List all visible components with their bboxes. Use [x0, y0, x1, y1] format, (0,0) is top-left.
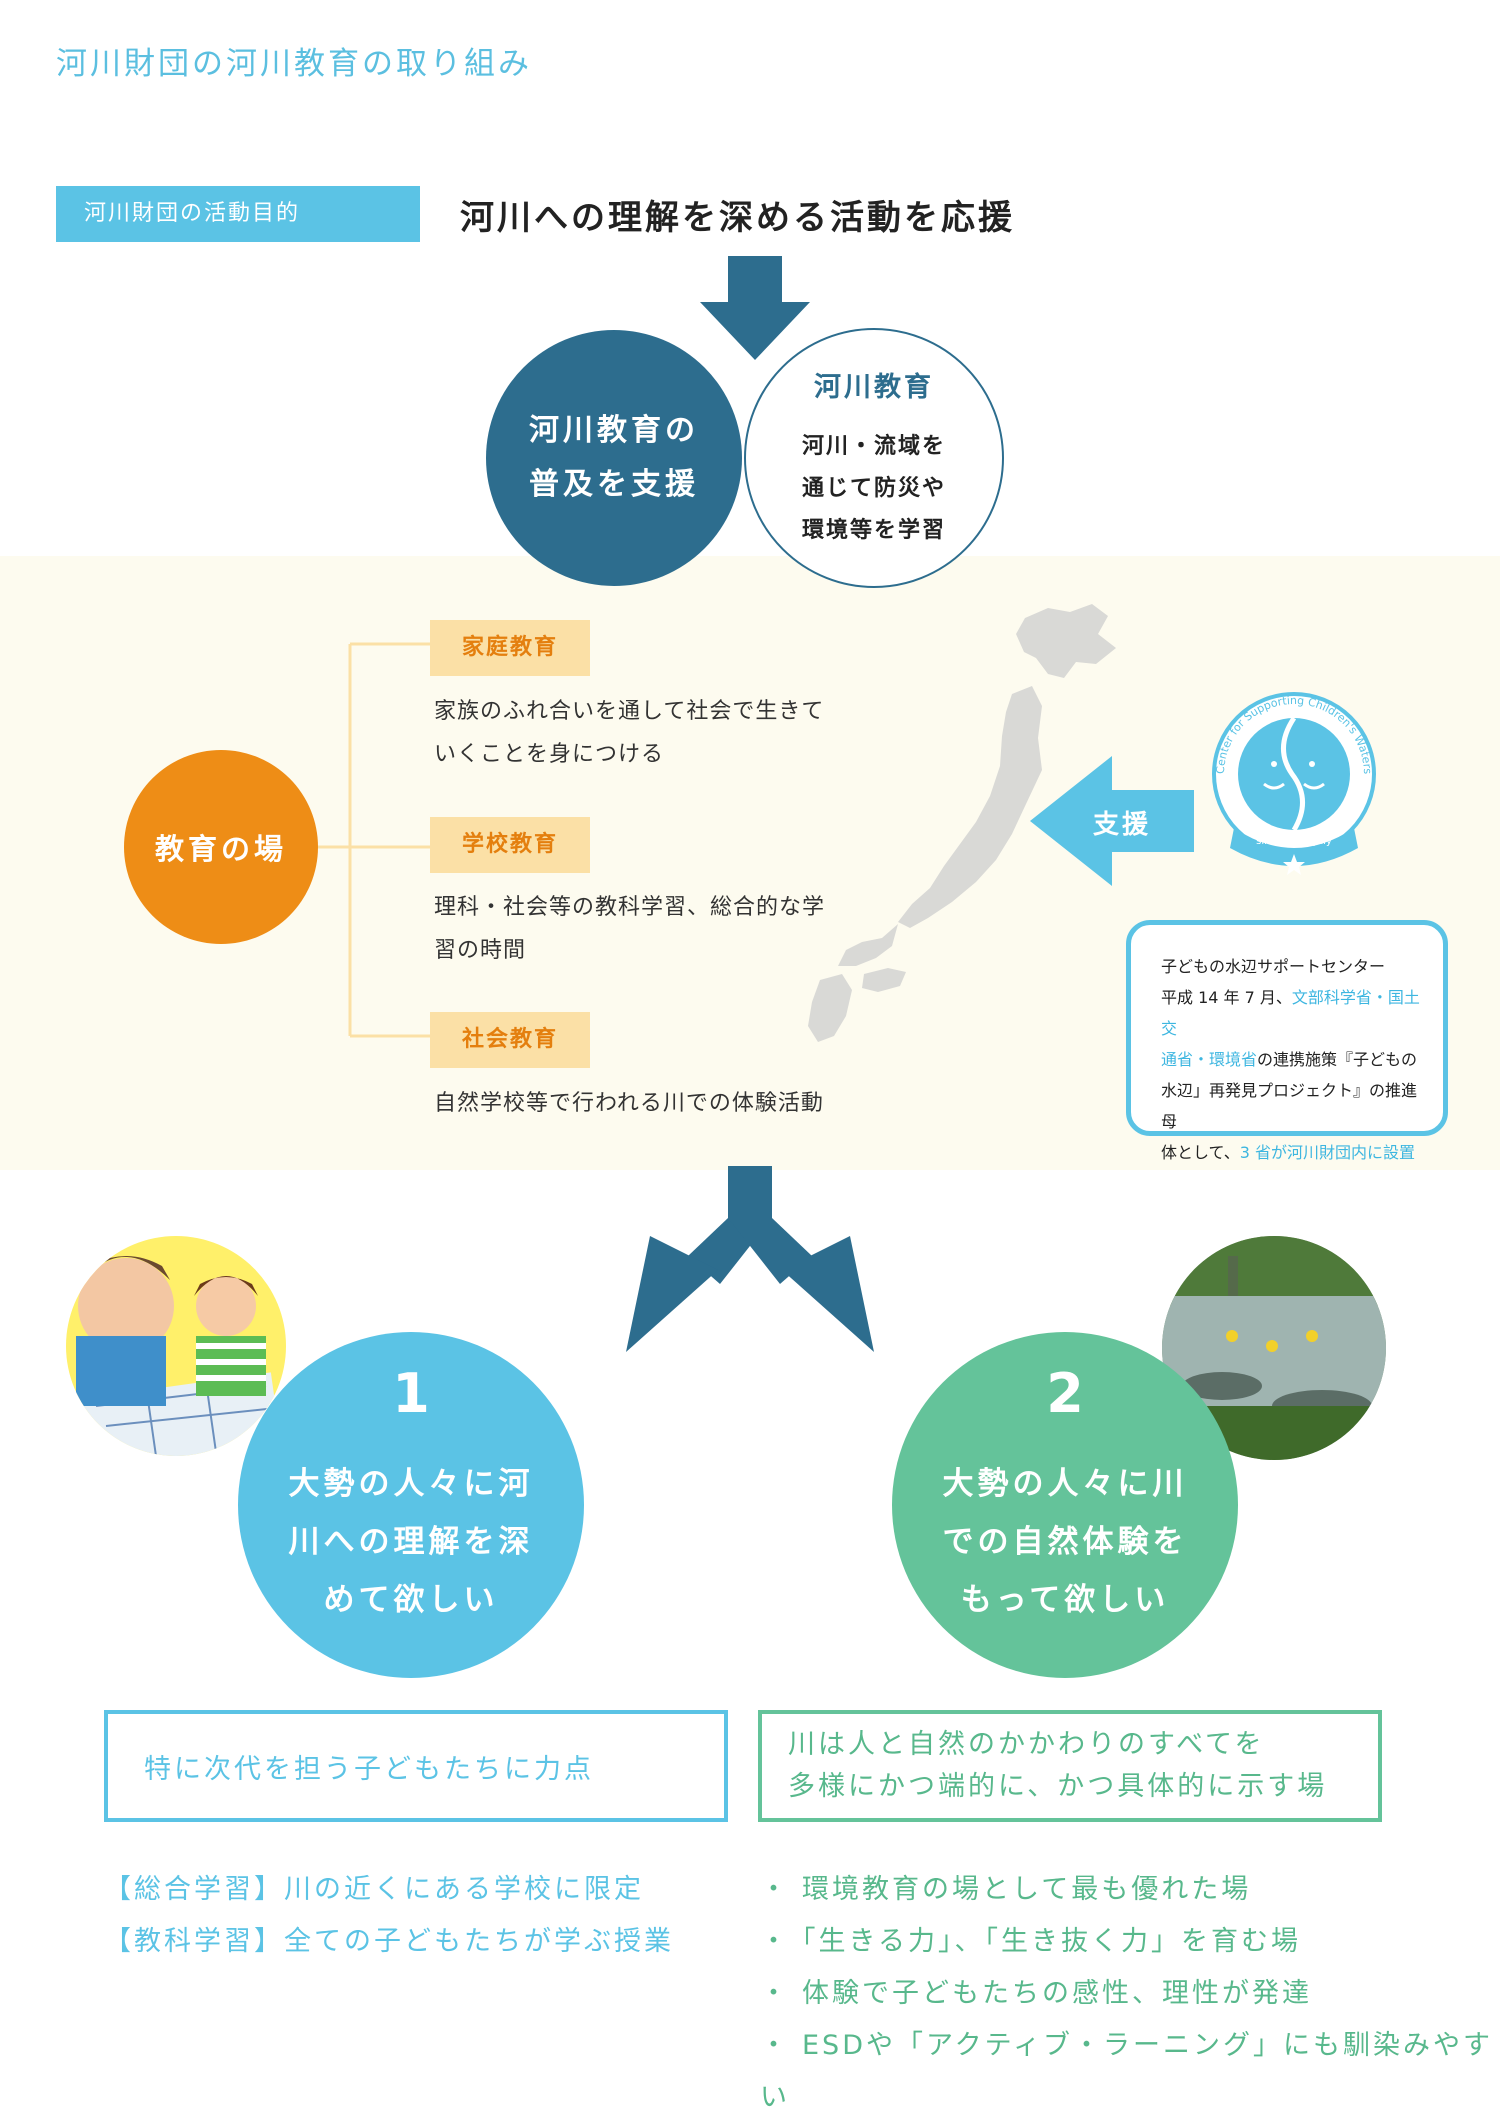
list-item: 【総合学習】川の近くにある学校に限定 — [104, 1874, 644, 1905]
benefits-list: 環境教育の場として最も優れた場 「生きる力」、「生き抜く力」を育む場 体験で子ど… — [760, 1864, 1500, 2124]
center-info-line3: 通省・環境省の連携施策『子どもの — [1161, 1050, 1418, 1069]
support-circle-line2: 普及を支援 — [529, 467, 699, 502]
category-home-desc: 家族のふれ合いを通して社会で生きて いくことを身につける — [434, 690, 914, 776]
category-social-desc-line1: 自然学校等で行われる川での体験活動 — [434, 1091, 824, 1116]
goal-2-number: 2 — [1046, 1361, 1084, 1425]
down-arrow-icon — [700, 256, 810, 360]
category-home-label: 家庭教育 — [430, 620, 590, 676]
support-circle: 河川教育の 普及を支援 — [486, 330, 742, 586]
education-place-hub: 教育の場 — [124, 750, 318, 944]
center-logo-icon: Center for Supporting Children's Watersi… — [1208, 678, 1376, 875]
category-home-desc-line2: いくことを身につける — [434, 742, 665, 767]
goal-1-line3: めて欲しい — [323, 1581, 499, 1618]
category-school-desc: 理科・社会等の教科学習、総合的な学 習の時間 — [434, 886, 914, 972]
river-relationship-line2: 多様にかつ端的に、かつ具体的に示す場 — [788, 1771, 1328, 1802]
river-education-line2: 通じて防災や — [801, 475, 946, 501]
river-relationship-line1: 川は人と自然のかかわりのすべてを — [788, 1729, 1265, 1760]
list-item: 体験で子どもたちの感性、理性が発達 — [760, 1968, 1500, 2020]
list-item: ESDや「アクティブ・ラーニング」にも馴染みやすい — [760, 2020, 1500, 2124]
goal-1-circle: 1 大勢の人々に河 川への理解を深 めて欲しい — [238, 1332, 584, 1678]
logo-since-text: since 2002 July — [1256, 836, 1332, 847]
center-info-line2: 平成 14 年 7 月、文部科学省・国土交 — [1161, 988, 1420, 1038]
goal-1-number: 1 — [392, 1361, 430, 1425]
focus-children-box: 特に次代を担う子どもたちに力点 — [104, 1710, 728, 1822]
list-item: 【教科学習】全ての子どもたちが学ぶ授業 — [104, 1926, 674, 1957]
category-home-desc-line1: 家族のふれ合いを通して社会で生きて — [434, 699, 825, 724]
center-info-line1: 子どもの水辺サポートセンター — [1161, 957, 1386, 976]
goal-1-line1: 大勢の人々に河 — [288, 1465, 534, 1502]
learning-list: 【総合学習】川の近くにある学校に限定 【教科学習】全ての子どもたちが学ぶ授業 — [104, 1864, 674, 1968]
purpose-label: 河川財団の活動目的 — [56, 186, 420, 242]
goal-2-line1: 大勢の人々に川 — [942, 1465, 1188, 1502]
category-school-desc-line2: 習の時間 — [434, 938, 527, 963]
split-arrow-icon — [626, 1166, 874, 1352]
river-education-circle: 河川教育 河川・流域を 通じて防災や 環境等を学習 — [744, 328, 1004, 588]
category-school-desc-line1: 理科・社会等の教科学習、総合的な学 — [434, 895, 826, 920]
center-info-line4: 水辺」再発見プロジェクト』の推進母 — [1161, 1081, 1418, 1131]
center-info-box: 子どもの水辺サポートセンター 平成 14 年 7 月、文部科学省・国土交 通省・… — [1126, 920, 1448, 1162]
category-social-desc: 自然学校等で行われる川での体験活動 — [434, 1082, 914, 1125]
goal-2-circle: 2 大勢の人々に川 での自然体験を もって欲しい — [892, 1332, 1238, 1678]
japan-map-icon — [808, 604, 1116, 1042]
river-education-line1: 河川・流域を — [801, 433, 946, 459]
support-arrow-label: 支援 — [1093, 810, 1152, 840]
study-illustration-photo — [66, 1236, 286, 1456]
bracket-lines — [310, 642, 430, 1038]
goal-2-line2: での自然体験を — [942, 1523, 1188, 1560]
river-education-line3: 環境等を学習 — [801, 517, 946, 543]
support-circle-line1: 河川教育の — [529, 413, 699, 448]
goal-1-line2: 川への理解を深 — [288, 1523, 534, 1560]
river-education-heading: 河川教育 — [814, 371, 934, 403]
category-school-label: 学校教育 — [430, 817, 590, 873]
support-arrow-icon — [1030, 756, 1194, 886]
page-title: 河川財団の河川教育の取り組み — [56, 46, 532, 82]
goal-2-line3: もって欲しい — [960, 1581, 1170, 1618]
category-social-label: 社会教育 — [430, 1012, 590, 1068]
center-info-line5: 体として、3 省が河川財団内に設置 — [1161, 1143, 1416, 1162]
river-relationship-box: 川は人と自然のかかわりのすべてを 多様にかつ端的に、かつ具体的に示す場 — [758, 1710, 1382, 1822]
list-item: 「生きる力」、「生き抜く力」を育む場 — [760, 1916, 1500, 1968]
list-item: 環境教育の場として最も優れた場 — [760, 1864, 1500, 1916]
purpose-text: 河川への理解を深める活動を応援 — [460, 198, 1015, 238]
